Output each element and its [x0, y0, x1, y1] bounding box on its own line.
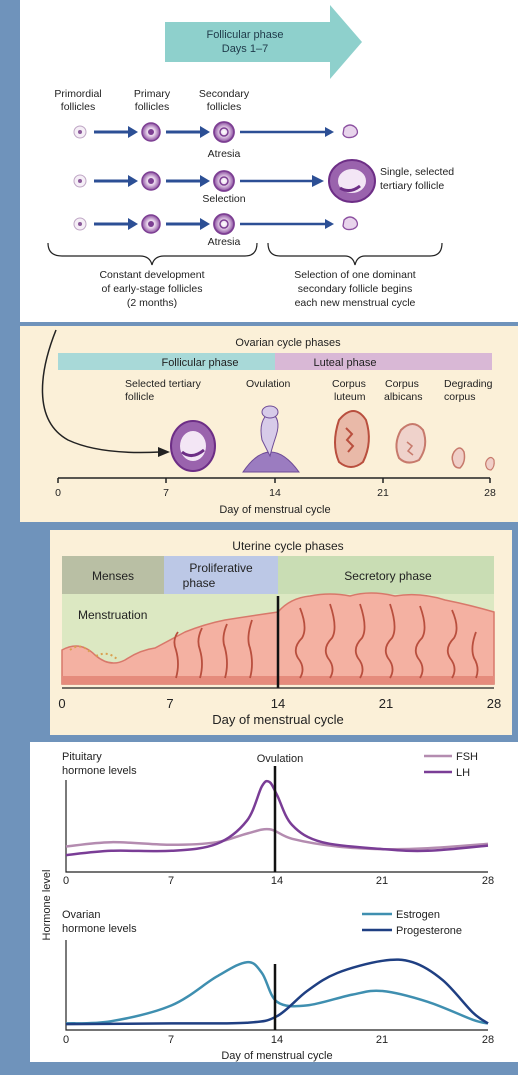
uterine-tick-7: 7 [166, 696, 173, 711]
degrading-corpus-illustration-2 [486, 458, 495, 471]
ovarian-hormone-tick-0: 0 [63, 1034, 69, 1046]
ovarian-axis-label: Day of menstrual cycle [219, 504, 330, 516]
label-corpus-luteum-2: luteum [334, 391, 366, 403]
pituitary-tick-14: 14 [271, 875, 283, 887]
uterine-axis-label: Day of menstrual cycle [212, 712, 344, 727]
legend-estrogen-label: Estrogen [396, 909, 440, 921]
label-corpus-luteum-1: Corpus [332, 378, 366, 390]
corpus-albicans-illustration [396, 424, 425, 463]
menstruation-label: Menstruation [78, 608, 147, 622]
col-secondary-line-2: follicles [207, 101, 241, 113]
col-primordial-line-1: Primordial [54, 88, 101, 100]
ovarian-tick-28: 28 [484, 487, 496, 499]
pituitary-label-line-1: Pituitary [62, 751, 102, 763]
selected-label-line-2: tertiary follicle [380, 180, 444, 192]
secretory-label: Secretory phase [344, 569, 432, 583]
ovarian-tick-14: 14 [269, 487, 281, 499]
proliferative-label-line-1: Proliferative [189, 561, 253, 575]
row-2-selection-label: Selection [202, 193, 245, 205]
uterine-tick-21: 21 [379, 696, 393, 711]
hormone-ovulation-label: Ovulation [257, 753, 303, 765]
label-corpus-albicans-1: Corpus [385, 378, 419, 390]
ovarian-tick-7: 7 [163, 487, 169, 499]
ovarian-title: Ovarian cycle phases [235, 337, 341, 349]
ovarian-tick-0: 0 [55, 487, 61, 499]
arrow-title-line-2: Days 1–7 [222, 43, 268, 55]
col-primary-line-1: Primary [134, 88, 171, 100]
col-primordial-line-2: follicles [61, 101, 95, 113]
label-ovulation: Ovulation [246, 378, 291, 390]
menses-label: Menses [92, 569, 134, 583]
hormone-y-axis-label: Hormone level [41, 870, 53, 941]
selected-label-line-1: Single, selected [380, 166, 454, 178]
proliferative-label-line-2: phase [183, 576, 216, 590]
luteal-phase-bar [275, 353, 492, 370]
ovarian-hormone-label-line-2: hormone levels [62, 923, 137, 935]
legend-lh-label: LH [456, 767, 470, 779]
follicle-column-labels: Primordial follicles Primary follicles S… [54, 88, 249, 113]
ovarian-tick-21: 21 [377, 487, 389, 499]
pituitary-tick-0: 0 [63, 875, 69, 887]
ovarian-hormone-tick-28: 28 [482, 1034, 494, 1046]
note-right-line-1: Selection of one dominant [294, 269, 415, 281]
label-selected-tertiary: Selected tertiary [125, 378, 202, 390]
row-3-atresia-label: Atresia [208, 236, 241, 248]
luteal-phase-label: Luteal phase [314, 357, 377, 369]
uterine-tick-14: 14 [271, 696, 285, 711]
pituitary-label-line-2: hormone levels [62, 765, 137, 777]
label-degrading-2: corpus [444, 391, 476, 403]
note-left-line-1: Constant development [99, 269, 204, 281]
note-right-line-3: each new menstrual cycle [295, 297, 416, 309]
ovarian-hormone-tick-7: 7 [168, 1034, 174, 1046]
row-1-atresia-label: Atresia [208, 148, 241, 160]
note-left-line-3: (2 months) [127, 297, 177, 309]
uterine-tick-28: 28 [487, 696, 501, 711]
label-selected-follicle: follicle [125, 391, 154, 403]
hormone-axis-label: Day of menstrual cycle [221, 1050, 332, 1062]
uterine-title: Uterine cycle phases [232, 539, 343, 553]
pituitary-tick-21: 21 [376, 875, 388, 887]
ovarian-hormone-label-line-1: Ovarian [62, 909, 101, 921]
degrading-corpus-illustration-1 [452, 448, 464, 468]
label-corpus-albicans-2: albicans [384, 391, 423, 403]
note-left-line-2: of early-stage follicles [102, 283, 203, 295]
pituitary-tick-7: 7 [168, 875, 174, 887]
col-primary-line-2: follicles [135, 101, 169, 113]
uterine-tick-0: 0 [58, 696, 65, 711]
corpus-luteum-illustration [335, 411, 369, 467]
arrow-title-line-1: Follicular phase [206, 29, 283, 41]
col-secondary-line-1: Secondary [199, 88, 250, 100]
pituitary-tick-28: 28 [482, 875, 494, 887]
legend-fsh-label: FSH [456, 751, 478, 763]
note-right-line-2: secondary follicle begins [298, 283, 412, 295]
legend-progesterone-label: Progesterone [396, 925, 462, 937]
ovarian-hormone-tick-14: 14 [271, 1034, 283, 1046]
label-degrading-1: Degrading [444, 378, 493, 390]
ovarian-hormone-tick-21: 21 [376, 1034, 388, 1046]
follicular-phase-label: Follicular phase [161, 357, 238, 369]
